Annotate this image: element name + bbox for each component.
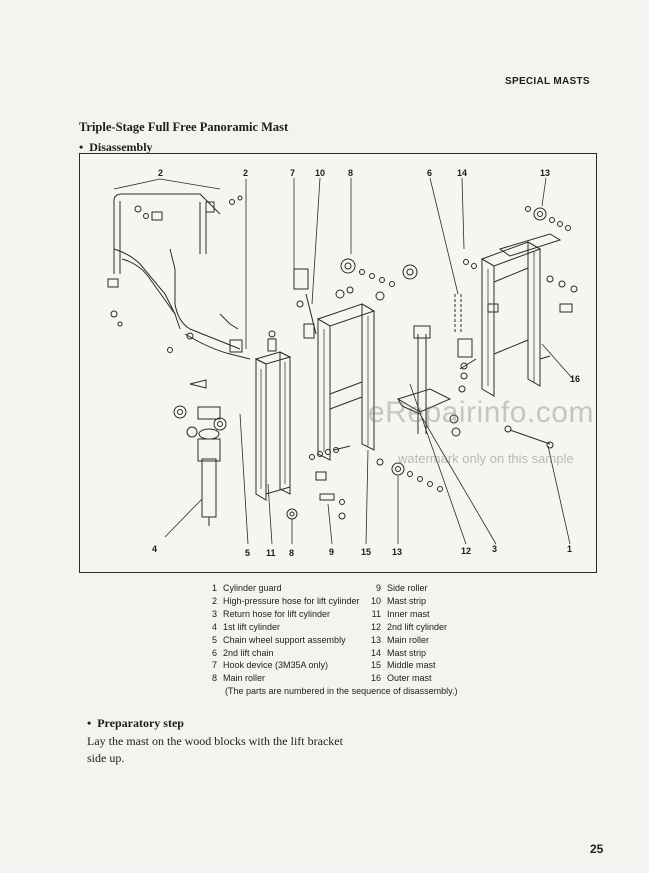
legend-label: High-pressure hose for lift cylinder — [223, 595, 360, 606]
legend-label: Return hose for lift cylinder — [223, 608, 331, 619]
legend-number: 9 — [375, 583, 381, 593]
callout-12: 12 — [461, 546, 471, 556]
callout-8-top: 8 — [348, 168, 353, 178]
legend-number: 7 — [211, 660, 217, 671]
legend-label: Side roller — [387, 583, 428, 593]
legend-item: 3 Return hose for lift cylinder — [209, 608, 360, 621]
bullet-icon: • — [87, 716, 92, 730]
legend-item: 10 Mast strip — [365, 595, 447, 608]
legend-label: 1st lift cylinder — [223, 621, 281, 632]
middle-mast-drawing — [286, 268, 376, 520]
watermark-subtext: watermark only on this sample — [398, 451, 574, 466]
disassembly-heading-text: Disassembly — [89, 140, 153, 154]
callout-14: 14 — [457, 168, 467, 178]
outer-mast-drawing — [459, 206, 578, 449]
callout-labels: 2 2 7 10 8 6 14 13 4 5 11 8 9 15 13 12 3… — [152, 168, 580, 558]
legend-number: 11 — [371, 608, 381, 619]
legend-label: Hook device (3M35A only) — [223, 660, 329, 671]
legend-number: 6 — [211, 647, 217, 658]
legend-item: 14 Mast strip — [365, 647, 447, 660]
legend-number: 2 — [211, 595, 217, 606]
legend-number: 3 — [211, 608, 217, 619]
legend-item: 4 1st lift cylinder — [209, 621, 360, 634]
legend-label: Mast strip — [387, 647, 427, 658]
legend-item: 5 Chain wheel support assembly — [209, 634, 360, 647]
legend-item: 13 Main roller — [365, 634, 447, 647]
legend-number: 4 — [211, 621, 217, 632]
first-lift-cylinder-drawing — [173, 379, 227, 526]
page-number: 25 — [590, 842, 604, 856]
callout-4: 4 — [152, 544, 157, 554]
callout-15: 15 — [361, 547, 371, 557]
legend-item: 15 Middle mast — [365, 659, 447, 672]
preparatory-heading: • Preparatory step — [87, 716, 184, 731]
callout-9: 9 — [329, 547, 334, 557]
disassembly-heading: • Disassembly — [79, 140, 153, 155]
watermark-text: eRepairinfo.com — [368, 396, 594, 429]
callout-7: 7 — [290, 168, 295, 178]
hose-assembly-drawing — [107, 193, 251, 360]
legend-item: 12 2nd lift cylinder — [365, 621, 447, 634]
legend-label: Middle mast — [387, 660, 436, 671]
callout-16: 16 — [570, 374, 580, 384]
legend-label: Mast strip — [387, 595, 427, 606]
page-title: Triple-Stage Full Free Panoramic Mast — [79, 120, 289, 134]
legend-item: 2 High-pressure hose for lift cylinder — [209, 595, 360, 608]
callout-13-top: 13 — [540, 168, 550, 178]
parts-legend-left: 1 Cylinder guard 2 High-pressure hose for … — [209, 582, 360, 685]
callout-2-right: 2 — [243, 168, 248, 178]
legend-item: 16 Outer mast — [365, 672, 447, 685]
legend-item: 9 Side roller — [365, 582, 447, 595]
exploded-diagram: 2 2 7 10 8 6 14 13 4 5 11 8 9 15 13 12 3… — [79, 153, 597, 573]
callout-2-left: 2 — [158, 168, 163, 178]
exploded-diagram-drawing: 2 2 7 10 8 6 14 13 4 5 11 8 9 15 13 12 3… — [107, 168, 580, 558]
main-roller-drawing — [340, 258, 443, 492]
legend-number: 1 — [211, 583, 217, 593]
legend-item: 7 Hook device (3M35A only) — [209, 659, 360, 672]
legend-number: 5 — [211, 634, 217, 645]
callout-3: 3 — [492, 544, 497, 554]
preparatory-body: Lay the mast on the wood blocks with the… — [87, 734, 343, 765]
inner-mast-drawing — [254, 330, 292, 501]
legend-label: Cylinder guard — [223, 583, 282, 593]
legend-label: 2nd lift cylinder — [387, 621, 448, 632]
callout-5: 5 — [245, 548, 250, 558]
preparatory-heading-text: Preparatory step — [97, 716, 184, 730]
section-header: SPECIAL MASTS — [505, 76, 590, 87]
legend-number: 12 — [370, 621, 381, 632]
callout-11: 11 — [266, 548, 276, 558]
callout-13-bottom: 13 — [392, 547, 402, 557]
legend-label: Main roller — [387, 634, 430, 645]
legend-number: 8 — [211, 673, 217, 684]
legend-item: 1 Cylinder guard — [209, 582, 360, 595]
legend-number: 10 — [370, 595, 381, 606]
callout-10: 10 — [315, 168, 325, 178]
legend-number: 14 — [370, 647, 381, 658]
legend-label: Main roller — [223, 673, 266, 684]
second-lift-cylinder-drawing — [396, 294, 473, 437]
callout-6: 6 — [427, 168, 432, 178]
legend-label: Outer mast — [387, 673, 432, 684]
legend-item: 6 2nd lift chain — [209, 647, 360, 660]
leader-lines — [113, 177, 573, 545]
callout-8-bottom: 8 — [289, 548, 294, 558]
legend-item: 8 Main roller — [209, 672, 360, 685]
legend-label: Inner mast — [387, 608, 430, 619]
legend-label: 2nd lift chain — [223, 647, 274, 658]
bullet-icon: • — [79, 140, 84, 154]
legend-number: 13 — [370, 634, 381, 645]
callout-1: 1 — [567, 544, 572, 554]
legend-number: 16 — [370, 673, 381, 684]
legend-item: 11 Inner mast — [365, 608, 447, 621]
legend-number: 15 — [370, 660, 381, 671]
legend-note: (The parts are numbered in the sequence … — [225, 686, 458, 696]
legend-label: Chain wheel support assembly — [223, 634, 346, 645]
